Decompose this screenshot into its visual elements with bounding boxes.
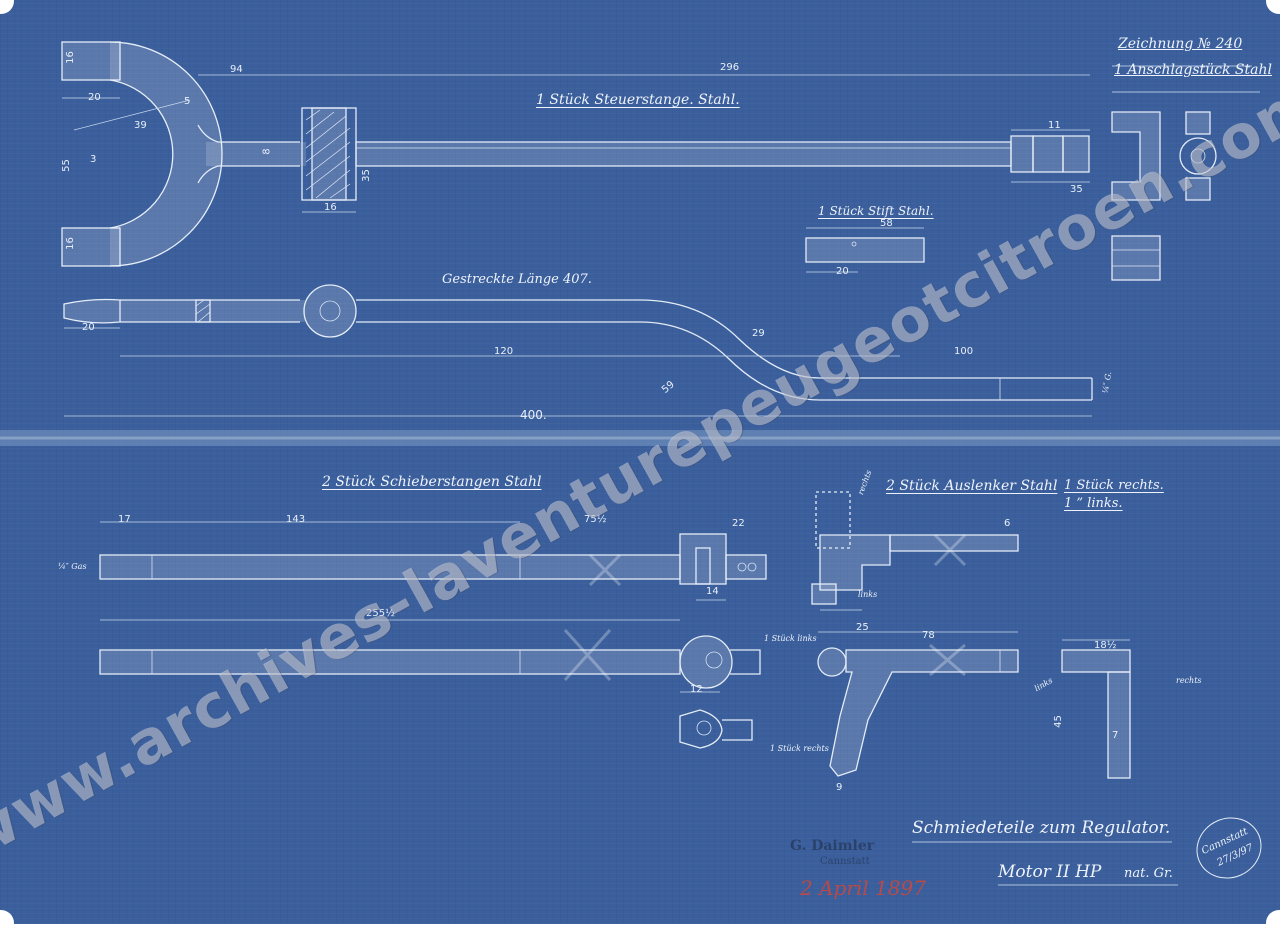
- dim-14: 14: [706, 586, 719, 597]
- dim-75: 75½: [584, 514, 607, 525]
- company-city: Cannstatt: [820, 856, 870, 867]
- dim-16-hub: 16: [324, 202, 337, 213]
- dim-16-bottom: 16: [64, 237, 76, 250]
- note-gas-thread: ¼″ Gas: [58, 562, 87, 571]
- dim-11: 11: [1048, 120, 1061, 131]
- dim-17: 17: [118, 514, 131, 525]
- dim-6: 6: [1004, 518, 1011, 529]
- dim-8: 8: [261, 148, 273, 155]
- dim-94: 94: [230, 64, 243, 75]
- dim-9: 9: [836, 782, 843, 793]
- dim-143: 143: [286, 514, 306, 525]
- dim-45: 45: [1052, 715, 1064, 728]
- corner-tear-br: [1266, 910, 1280, 936]
- dim-3: 3: [90, 154, 97, 165]
- stretched-rod-drawing: [63, 284, 1093, 417]
- footer-title: Schmiedeteile zum Regulator.: [912, 818, 1171, 838]
- dim-78: 78: [922, 630, 935, 641]
- dim-18-5: 18½: [1094, 640, 1117, 651]
- dim-22: 22: [732, 518, 745, 529]
- dim-58: 58: [880, 218, 893, 229]
- dim-7: 7: [1112, 730, 1119, 741]
- pin-drawing: [805, 227, 925, 273]
- pin-title: 1 Stück Stift Stahl.: [818, 204, 934, 218]
- stretched-length-label: Gestreckte Länge 407.: [442, 272, 592, 287]
- dim-55: 55: [60, 159, 72, 172]
- levers-title: 2 Stück Auslenker Stahl: [886, 478, 1058, 494]
- dim-100: 100: [954, 346, 974, 357]
- dim-255: 255½: [366, 608, 395, 619]
- left-count-label: 1 ” links.: [1064, 496, 1123, 511]
- dim-20-fork: 20: [88, 92, 101, 103]
- dim-20-pin: 20: [836, 266, 849, 277]
- dim-29: 29: [752, 328, 765, 339]
- stop-piece-drawing: [1111, 111, 1217, 281]
- slide-rods-title: 2 Stück Schieberstangen Stahl: [322, 474, 542, 490]
- corner-tear-tr: [1266, 0, 1280, 14]
- dim-35-nut: 35: [1070, 184, 1083, 195]
- slide-rods-drawing: [99, 521, 767, 749]
- note-piece-right: 1 Stück rechts: [770, 744, 829, 753]
- dim-20-rod: 20: [82, 322, 95, 333]
- footer-scale: nat. Gr.: [1124, 866, 1173, 881]
- dim-5: 5: [184, 96, 191, 107]
- dim-35-hub: 35: [360, 169, 372, 182]
- dim-16-top: 16: [64, 51, 76, 64]
- dim-39: 39: [134, 120, 147, 131]
- control-rod-drawing: [61, 41, 1090, 267]
- fold-strip: [0, 430, 1280, 446]
- levers-drawing: [811, 491, 1131, 779]
- dim-25: 25: [856, 622, 869, 633]
- right-count-label: 1 Stück rechts.: [1064, 478, 1164, 493]
- company-stamp: G. Daimler: [790, 838, 875, 854]
- stop-piece-title: 1 Anschlagstück Stahl: [1114, 62, 1272, 78]
- handwritten-date: 2 April 1897: [800, 876, 926, 900]
- drawing-number: Zeichnung № 240: [1118, 36, 1243, 52]
- dim-296: 296: [720, 62, 740, 73]
- note-piece-left: 1 Stück links: [764, 634, 817, 643]
- dim-12: 12: [690, 684, 703, 695]
- note-left-upper: links: [858, 590, 878, 599]
- note-right-lower: rechts: [1176, 676, 1202, 685]
- dim-400: 400.: [520, 408, 547, 422]
- dim-120: 120: [494, 346, 514, 357]
- control-rod-title: 1 Stück Steuerstange. Stahl.: [536, 92, 740, 108]
- footer-motor: Motor II HP: [998, 862, 1102, 882]
